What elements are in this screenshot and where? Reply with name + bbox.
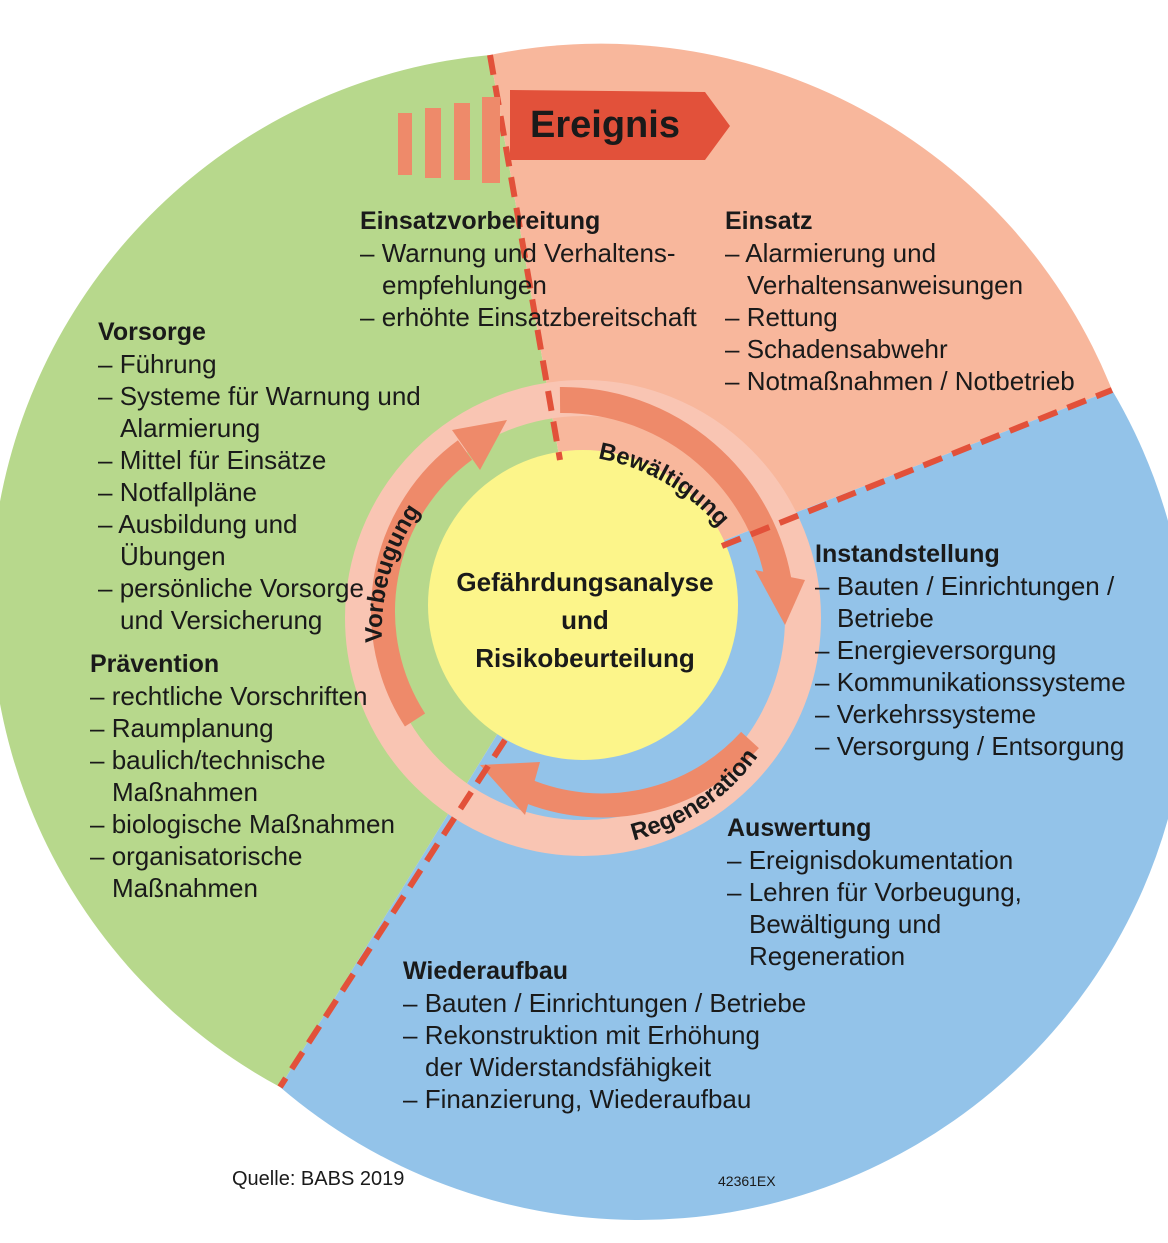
- section-item: Warnung und Verhaltens-: [360, 237, 697, 269]
- section-praevention: Präventionrechtliche VorschriftenRaumpla…: [90, 648, 395, 904]
- section-title: Einsatzvorbereitung: [360, 207, 601, 235]
- arrow-bewaeltigung-head: [755, 570, 805, 625]
- section-item: und Versicherung: [120, 605, 323, 635]
- event-stripe-3: [454, 103, 470, 180]
- section-item: Alarmierung und: [725, 237, 1075, 269]
- section-title: Einsatz: [725, 207, 813, 235]
- section-item: Schadensabwehr: [725, 333, 1075, 365]
- section-item: Notfallpläne: [98, 476, 421, 508]
- section-item: Ausbildung und: [98, 508, 421, 540]
- section-item: Finanzierung, Wiederaufbau: [403, 1083, 806, 1115]
- event-label: Ereignis: [530, 104, 680, 146]
- section-vorsorge: VorsorgeFührungSysteme für Warnung undAl…: [98, 316, 421, 636]
- section-einsatz: EinsatzAlarmierung undVerhaltensanweisun…: [725, 205, 1075, 397]
- event-stripe-1: [398, 113, 412, 175]
- section-item: Raumplanung: [90, 712, 395, 744]
- section-einsatzvorbereitung: EinsatzvorbereitungWarnung und Verhalten…: [360, 205, 697, 333]
- event-stripe-4: [482, 97, 500, 183]
- section-item: organisatorische: [90, 840, 395, 872]
- section-item: Betriebe: [837, 603, 934, 633]
- center-line-1: Gefährdungsanalyse: [456, 567, 714, 597]
- section-title: Vorsorge: [98, 318, 206, 346]
- section-item: Mittel für Einsätze: [98, 444, 421, 476]
- section-item: Bewältigung und: [749, 909, 942, 939]
- center-line-3: Risikobeurteilung: [475, 643, 695, 673]
- arrow-bewaeltigung: [559, 386, 793, 592]
- event-arrow: [510, 90, 730, 160]
- section-item: Bauten / Einrichtungen / Betriebe: [403, 987, 807, 1019]
- section-item: Ereignisdokumentation: [727, 844, 1022, 876]
- section-title: Prävention: [90, 650, 220, 678]
- center-circle: [428, 450, 738, 760]
- section-item: Verhaltensanweisungen: [747, 270, 1024, 300]
- arrow-vorbeugung-head: [452, 420, 507, 470]
- section-item: der Widerstandsfähigkeit: [425, 1052, 712, 1082]
- section-item: Rettung: [725, 301, 1075, 333]
- section-item: empfehlungen: [382, 270, 547, 300]
- section-item: rechtliche Vorschriften: [90, 680, 395, 712]
- section-wiederaufbau: WiederaufbauBauten / Einrichtungen / Bet…: [403, 955, 806, 1115]
- section-item: Verkehrssysteme: [815, 698, 1126, 730]
- center-label: Gefährdungsanalyse und Risikobeurteilung: [430, 470, 740, 770]
- section-item: baulich/technische: [90, 744, 395, 776]
- section-item: Regeneration: [749, 941, 906, 971]
- section-item: Alarmierung: [120, 413, 261, 443]
- section-item: Maßnahmen: [112, 777, 258, 807]
- boundary-line-bottom: [277, 738, 508, 1089]
- section-item: biologische Maßnahmen: [90, 808, 395, 840]
- section-item: Führung: [98, 348, 421, 380]
- section-item: persönliche Vorsorge: [98, 572, 421, 604]
- section-title: Instandstellung: [815, 540, 1000, 568]
- section-item: Energieversorgung: [815, 634, 1126, 666]
- center-line-2: und: [561, 605, 609, 635]
- section-item: Bauten / Einrichtungen /: [815, 570, 1126, 602]
- figure-code: 42361EX: [718, 1173, 776, 1189]
- source-note: Quelle: BABS 2019: [232, 1168, 405, 1190]
- section-item: Maßnahmen: [112, 873, 258, 903]
- event-stripe-2: [425, 108, 441, 178]
- boundary-line-right: [720, 387, 1114, 549]
- section-item: Rekonstruktion mit Erhöhung: [403, 1019, 806, 1051]
- arrow-regeneration: [520, 731, 759, 818]
- section-item: Notmaßnahmen / Notbetrieb: [725, 365, 1075, 397]
- section-auswertung: AuswertungEreignisdokumentationLehren fü…: [727, 812, 1022, 972]
- section-item: Versorgung / Entsorgung: [815, 730, 1126, 762]
- section-item: Systeme für Warnung und: [98, 380, 421, 412]
- section-item: Übungen: [120, 541, 226, 571]
- section-item: erhöhte Einsatzbereitschaft: [360, 301, 697, 333]
- section-item: Lehren für Vorbeugung,: [727, 876, 1022, 908]
- section-instandstellung: InstandstellungBauten / Einrichtungen /B…: [815, 538, 1126, 762]
- section-title: Wiederaufbau: [403, 957, 569, 985]
- section-title: Auswertung: [727, 814, 872, 842]
- section-item: Kommunikationssysteme: [815, 666, 1126, 698]
- arrow-regeneration-head: [480, 762, 540, 815]
